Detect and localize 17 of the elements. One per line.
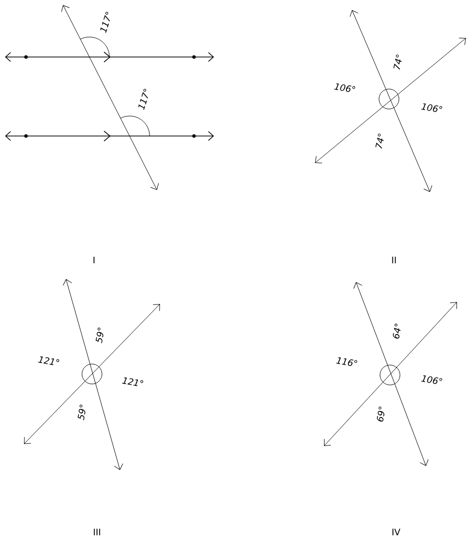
- figure-number: II: [392, 256, 396, 264]
- angle-label: 59°: [78, 404, 86, 420]
- angle-label: 106°: [334, 83, 356, 92]
- angle-label: 74°: [393, 54, 402, 70]
- angle-label: 106°: [421, 103, 442, 112]
- angle-label: 106°: [421, 375, 442, 384]
- angle-label: 69°: [376, 406, 384, 422]
- angle-label: 59°: [96, 328, 104, 344]
- figure-number: IV: [392, 528, 400, 536]
- angle-label: 117°: [100, 12, 110, 33]
- angle-label: 74°: [375, 134, 384, 149]
- angle-label: 121°: [122, 378, 144, 386]
- angle-label: 116°: [336, 357, 358, 366]
- figure-number: III: [94, 528, 100, 536]
- angle-label: 64°: [392, 324, 400, 339]
- angle-label: 121°: [38, 356, 60, 366]
- angle-label: 117°: [138, 88, 148, 110]
